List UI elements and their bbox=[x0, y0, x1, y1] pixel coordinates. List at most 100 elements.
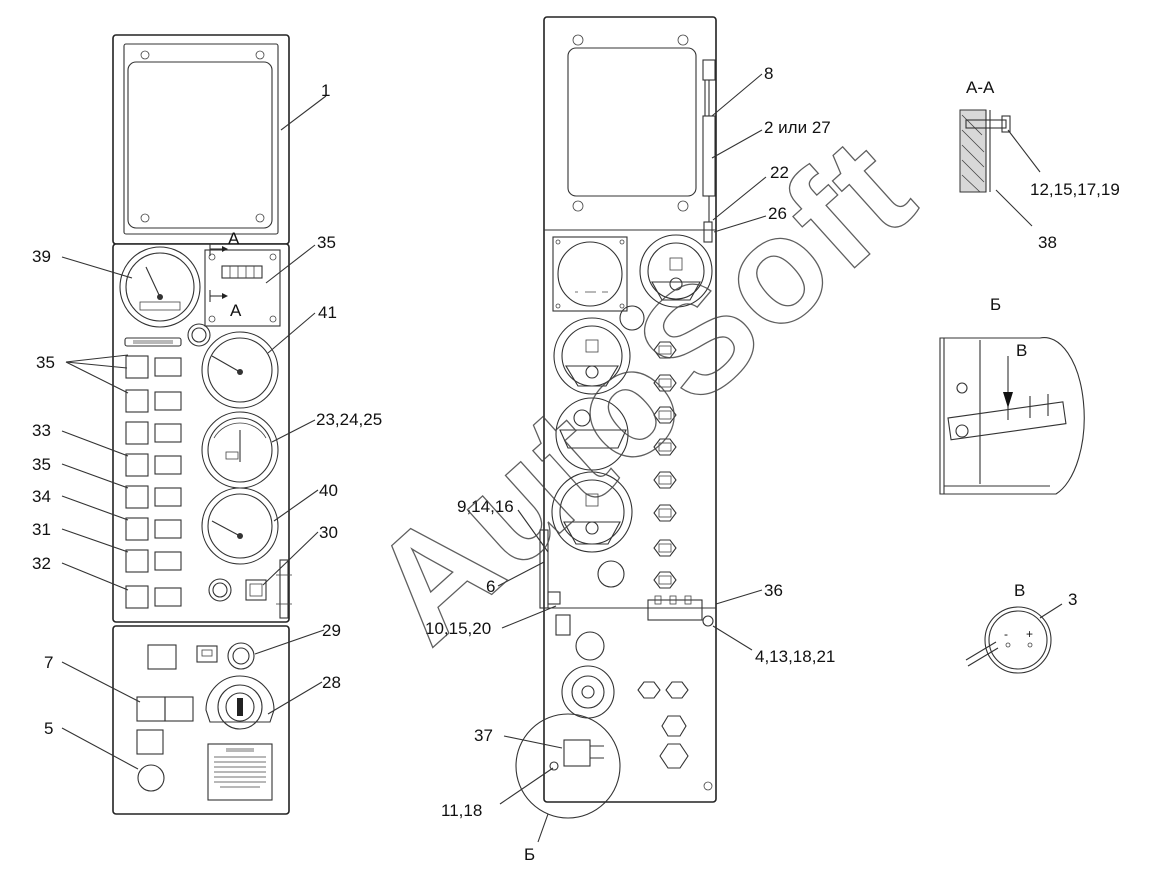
battery-switch bbox=[196, 645, 218, 663]
leader-line bbox=[61, 495, 129, 521]
callout-6: 6 bbox=[486, 577, 495, 596]
callout-39: 39 bbox=[32, 247, 51, 266]
leader-line bbox=[61, 430, 129, 457]
leader-line bbox=[715, 589, 763, 605]
callout-31: 31 bbox=[32, 520, 51, 539]
leader-line bbox=[267, 312, 316, 354]
screw bbox=[208, 253, 216, 261]
bracket-6 bbox=[539, 529, 549, 609]
leader-line bbox=[280, 95, 327, 131]
rocker-switch bbox=[154, 587, 182, 607]
leader-line bbox=[497, 561, 545, 587]
fuse-block-36 bbox=[647, 599, 703, 621]
callout-b: Б bbox=[524, 845, 535, 864]
indicator-lamp bbox=[125, 355, 149, 379]
rocker-switch bbox=[154, 519, 182, 539]
leader-line bbox=[65, 354, 129, 363]
callout-37: 37 bbox=[474, 726, 493, 745]
callout-35-mid: 35 bbox=[32, 455, 51, 474]
rocker-switch bbox=[154, 357, 182, 377]
screw bbox=[208, 315, 216, 323]
ignition-switch-28 bbox=[205, 675, 275, 723]
callout-12-15-17-19: 12,15,17,19 bbox=[1030, 180, 1120, 199]
terminal-plus: + bbox=[1026, 627, 1033, 641]
switch-block bbox=[164, 696, 194, 722]
leader-line bbox=[254, 629, 325, 655]
leader-line bbox=[61, 528, 129, 553]
callout-8: 8 bbox=[764, 64, 773, 83]
front-top-lid bbox=[112, 34, 290, 245]
switch-connectors bbox=[653, 341, 677, 589]
leader-line bbox=[503, 735, 563, 749]
callout-2-or-27: 2 или 27 bbox=[764, 118, 831, 137]
callout-41: 41 bbox=[318, 303, 337, 322]
warning-plate bbox=[207, 743, 273, 801]
front-view: А А bbox=[61, 34, 327, 815]
ignition-key-socket bbox=[217, 684, 263, 730]
detail-b bbox=[939, 337, 1085, 495]
leader-line bbox=[262, 531, 319, 586]
connector-26 bbox=[703, 221, 713, 243]
round-button-5 bbox=[137, 764, 165, 792]
callout-36: 36 bbox=[764, 581, 783, 600]
rocker-switch bbox=[154, 455, 182, 475]
leader-line bbox=[712, 625, 753, 651]
gauge-40-needle bbox=[211, 520, 241, 537]
gauge-41-needle bbox=[211, 355, 241, 373]
rear-voltmeter-back bbox=[555, 397, 629, 471]
terminal-ring bbox=[984, 606, 1052, 674]
callout-9-14-16: 9,14,16 bbox=[457, 497, 514, 516]
callout-34: 34 bbox=[32, 487, 51, 506]
indicator-lamp bbox=[125, 421, 149, 445]
callout-40: 40 bbox=[319, 481, 338, 500]
leader-line bbox=[65, 361, 128, 369]
leader-line bbox=[995, 189, 1033, 227]
leader-line bbox=[711, 73, 763, 117]
callout-32: 32 bbox=[32, 554, 51, 573]
bolt bbox=[965, 119, 1007, 129]
callout-28: 28 bbox=[322, 673, 341, 692]
switch-block bbox=[136, 729, 164, 755]
section-hatch bbox=[959, 109, 987, 193]
section-mark-top: А bbox=[228, 229, 240, 248]
callout-5: 5 bbox=[44, 719, 53, 738]
leader-line bbox=[271, 419, 316, 443]
callout-30: 30 bbox=[319, 523, 338, 542]
label-strip bbox=[124, 337, 182, 347]
indicator-lamp bbox=[125, 453, 149, 477]
leader-line bbox=[711, 129, 763, 159]
rear-gauge-back bbox=[553, 317, 631, 395]
callout-22: 22 bbox=[770, 163, 789, 182]
front-top-lid-inner bbox=[123, 43, 279, 235]
rear-button-back bbox=[597, 560, 625, 588]
rear-gauge-back bbox=[639, 234, 713, 308]
terminal-minus: - bbox=[1004, 627, 1008, 641]
screw bbox=[140, 50, 150, 60]
leader-line bbox=[501, 605, 557, 629]
indicator-lamp bbox=[125, 389, 149, 413]
callout-23-24-25: 23,24,25 bbox=[316, 410, 382, 429]
leader-line bbox=[713, 215, 767, 233]
screw bbox=[269, 253, 277, 261]
indicator-lamp bbox=[125, 517, 149, 541]
gauge-39 bbox=[119, 246, 201, 328]
rocker-switch bbox=[154, 391, 182, 411]
front-top-window bbox=[127, 61, 273, 229]
square-button bbox=[245, 579, 267, 601]
switch-column bbox=[125, 355, 182, 609]
switch-block bbox=[147, 644, 177, 670]
round-button bbox=[208, 578, 232, 602]
rear-button-back bbox=[575, 631, 605, 661]
display-plate bbox=[204, 249, 281, 327]
leader-line bbox=[61, 256, 133, 279]
screw bbox=[269, 315, 277, 323]
section-mark-bottom: А bbox=[230, 301, 242, 320]
section-a-a-title: А-А bbox=[966, 78, 995, 97]
detail-b-frame bbox=[939, 337, 1085, 495]
callout-33: 33 bbox=[32, 421, 51, 440]
leader-line bbox=[65, 361, 129, 394]
gauge-39-needle bbox=[145, 266, 161, 298]
callout-35-left: 35 bbox=[36, 353, 55, 372]
